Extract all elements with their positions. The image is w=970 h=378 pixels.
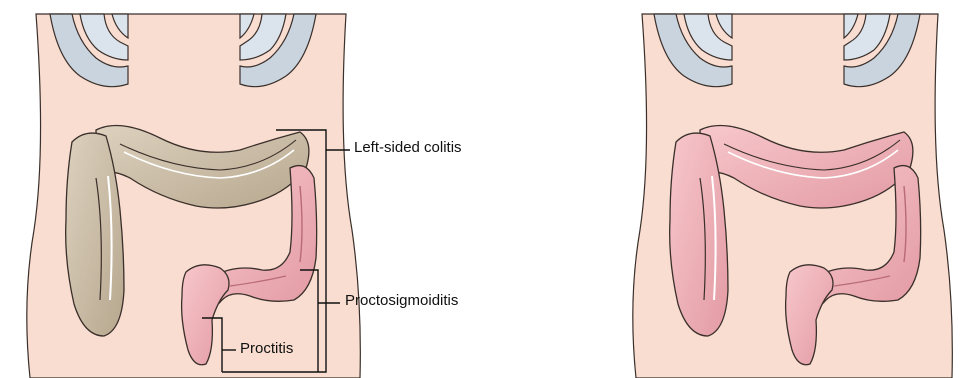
label-proctosigmoiditis: Proctosigmoiditis — [345, 293, 458, 308]
label-left-sided-colitis: Left-sided colitis — [354, 140, 462, 155]
label-proctitis: Proctitis — [240, 341, 293, 356]
right-panel — [633, 14, 953, 378]
left-panel — [27, 14, 361, 378]
